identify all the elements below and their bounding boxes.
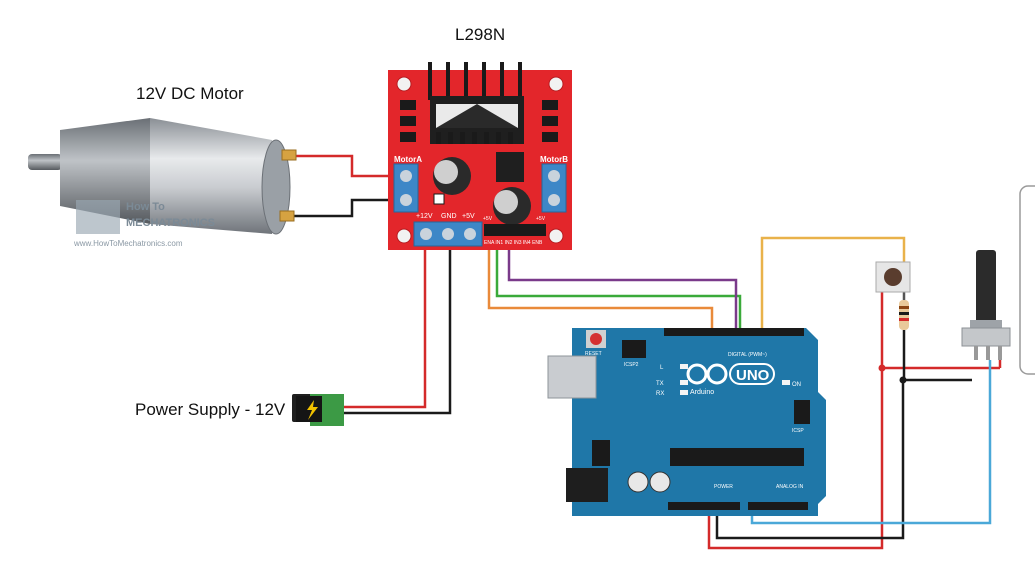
motor-b-label: MotorB <box>540 155 568 164</box>
usb-port <box>547 355 597 399</box>
pin-5v-label: +5V <box>462 213 475 220</box>
pot-shaft-collar <box>970 320 1002 330</box>
driver-diodes <box>400 100 558 142</box>
dc-motor <box>28 118 297 235</box>
watermark-line1: How To <box>126 201 165 213</box>
driver-regulator <box>496 152 524 182</box>
power-jack <box>292 394 344 426</box>
junction-black <box>899 376 907 384</box>
led-on <box>782 380 790 385</box>
power-wire-red <box>342 247 427 409</box>
arduino-capacitor-1 <box>627 471 649 493</box>
power-label: POWER <box>714 484 733 490</box>
motor-terminal-top <box>281 149 297 161</box>
uno-label: UNO <box>736 367 770 384</box>
led-l-label: L <box>660 365 664 371</box>
icsp2-header <box>622 340 646 358</box>
uno-badge <box>729 363 775 385</box>
watermark-line2: MECHATRONICS <box>126 217 215 229</box>
driver-title: L298N <box>455 25 506 44</box>
led-tx <box>680 380 688 385</box>
motor-shaft <box>28 154 62 170</box>
arduino-name: Arduino <box>690 389 714 396</box>
gnd-wire-black <box>715 378 972 540</box>
power-wire-black <box>342 247 452 415</box>
power-title: Power Supply - 12V <box>135 400 286 419</box>
motor-terminal-bottom <box>279 210 295 222</box>
arduino-uno: RESET ICSP2 DIGITAL (PWM~) POWER ANALOG … <box>547 328 826 516</box>
arduino-logo-icon <box>686 363 728 385</box>
arduino-pcb <box>572 328 826 516</box>
watermark: How To MECHATRONICS www.HowToMechatronic… <box>73 200 215 248</box>
push-button <box>875 261 911 293</box>
driver-mount-hole-tr <box>548 76 564 92</box>
analog-label: ANALOG IN <box>776 484 804 490</box>
in2-wire-purple <box>507 250 738 332</box>
icsp-label: ICSP <box>792 428 804 434</box>
driver-mount-hole-bl <box>396 228 412 244</box>
reset-button-cap <box>590 333 602 345</box>
icsp2-label: ICSP2 <box>624 362 639 368</box>
watermark-logo <box>76 200 120 234</box>
motor-wire-black <box>294 198 392 218</box>
digital-header <box>664 328 804 336</box>
pin-gnd-label: GND <box>441 213 457 220</box>
led-l <box>680 364 688 369</box>
motor-gearbox <box>60 118 150 224</box>
driver-capacitor-2-top <box>494 190 518 214</box>
driver-jumper <box>433 193 445 205</box>
analog-header <box>748 502 808 510</box>
microcontroller-chip <box>670 448 804 466</box>
motor-a-label: MotorA <box>394 155 422 164</box>
pot-knob <box>976 250 996 324</box>
logic-5v-left-label: +5V <box>483 216 493 222</box>
pot-body <box>961 327 1011 347</box>
button-wire-yellow <box>760 236 906 332</box>
reset-label: RESET <box>585 351 602 357</box>
motor-title: 12V DC Motor <box>136 84 244 103</box>
driver-mount-hole-tl <box>396 76 412 92</box>
arduino-capacitor-2 <box>649 471 671 493</box>
control-pins-label: ENA IN1 IN2 IN3 IN4 ENB <box>484 240 543 246</box>
potentiometer <box>961 250 1011 360</box>
motor-body <box>150 118 272 234</box>
ena-wire-orange <box>487 250 714 332</box>
l298n-board: MotorA MotorB +12V GND +5V +5V +5V ENA I… <box>388 62 572 250</box>
resistor <box>899 300 909 330</box>
led-tx-label: TX <box>656 381 664 387</box>
pin-12v-label: +12V <box>416 213 433 220</box>
motor-wire-red <box>296 154 392 178</box>
led-on-label: ON <box>792 382 801 388</box>
voltage-regulator <box>592 440 610 466</box>
led-rx <box>680 390 688 395</box>
control-pin-header <box>484 224 546 236</box>
in1-wire-green <box>495 250 742 332</box>
logic-5v-right-label: +5V <box>536 216 546 222</box>
icsp-header <box>794 400 810 424</box>
watermark-url: www.HowToMechatronics.com <box>73 239 183 248</box>
driver-capacitor-1-top <box>434 160 458 184</box>
edge-device <box>1019 185 1035 375</box>
power-header <box>668 502 740 510</box>
push-button-cap <box>884 268 902 286</box>
dc-barrel-jack <box>566 468 608 502</box>
driver-mount-hole-br <box>548 228 564 244</box>
digital-label: DIGITAL (PWM~) <box>728 352 767 358</box>
junction-red <box>878 364 886 372</box>
supply-5v-wire-red <box>707 366 1000 550</box>
driver-heatsink <box>428 62 524 144</box>
led-rx-label: RX <box>656 391 664 397</box>
